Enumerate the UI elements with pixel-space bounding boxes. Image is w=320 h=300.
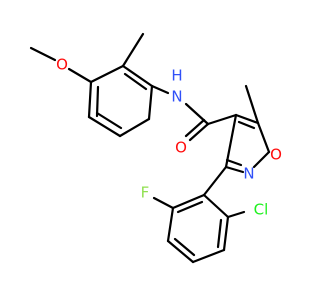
bond-isoxazole-c4-c5b: [237, 120, 256, 130]
ring-oxygen-label: O: [270, 146, 282, 164]
methoxy-oxygen-label: O: [56, 56, 68, 74]
bond-aryl-3: [147, 84, 154, 121]
bond-isoxazole-n-c3b: [225, 158, 243, 167]
bond-aryl-1: [89, 64, 125, 84]
bond-aryl-6: [87, 80, 93, 119]
bond-nitrogen-carbonyl: [184, 102, 210, 126]
bond-isoxazole-methyl: [244, 84, 260, 125]
bond-methoxy-aryl: [67, 67, 93, 84]
bond-chlorine: [226, 210, 246, 219]
bond-phenyl-5b: [216, 218, 223, 249]
bond-phenyl-3b: [173, 237, 196, 257]
bond-aryl-5: [87, 115, 122, 138]
bond-phenyl-3: [166, 239, 195, 264]
bond-isoxazole-phenyl: [202, 165, 228, 197]
bond-aryl-nitrogen: [150, 84, 170, 95]
ring-nitrogen-label: N: [243, 165, 254, 183]
bond-methoxy-methyl: [29, 46, 57, 62]
bond-phenyl-2: [166, 206, 175, 243]
bond-phenyl-1: [171, 193, 206, 210]
carbonyl-oxygen-label: O: [175, 139, 187, 157]
bond-isoxazole-c4-c5: [234, 113, 260, 125]
bond-aryl-4: [118, 117, 151, 138]
molecule-canvas: O N H O O N F Cl: [29, 32, 282, 264]
bond-isoxazole-o-n: [252, 150, 271, 169]
bond-carbonyl-double-1: [188, 122, 210, 142]
bond-aryl-2b: [123, 72, 148, 91]
fluorine-label: F: [141, 184, 150, 202]
bond-isoxazole-c5-o: [256, 121, 271, 154]
bond-phenyl-5: [222, 215, 230, 252]
bond-phenyl-6: [202, 193, 230, 219]
bond-aryl-6b: [95, 85, 100, 118]
amide-hydrogen-label: H: [171, 67, 182, 85]
bond-aryl-2: [121, 64, 154, 88]
molecule-structure: O N H O O N F Cl: [29, 32, 282, 264]
bond-fluorine: [152, 196, 175, 210]
bonds: [29, 32, 271, 264]
bond-carbonyl-isoxazole: [206, 113, 238, 126]
bond-carbonyl-double-2: [184, 118, 206, 138]
bond-aryl-methyl: [121, 32, 145, 68]
bond-isoxazole-n-c3: [224, 165, 245, 174]
bond-aryl-5b: [95, 111, 123, 130]
bond-phenyl-1b: [176, 200, 204, 214]
atom-labels: O N H O O N F Cl: [56, 56, 282, 219]
chlorine-label: Cl: [254, 201, 269, 219]
amide-nitrogen-label: N: [171, 88, 182, 106]
bond-phenyl-4: [191, 248, 226, 264]
bond-isoxazole-c3-c4: [224, 113, 238, 169]
